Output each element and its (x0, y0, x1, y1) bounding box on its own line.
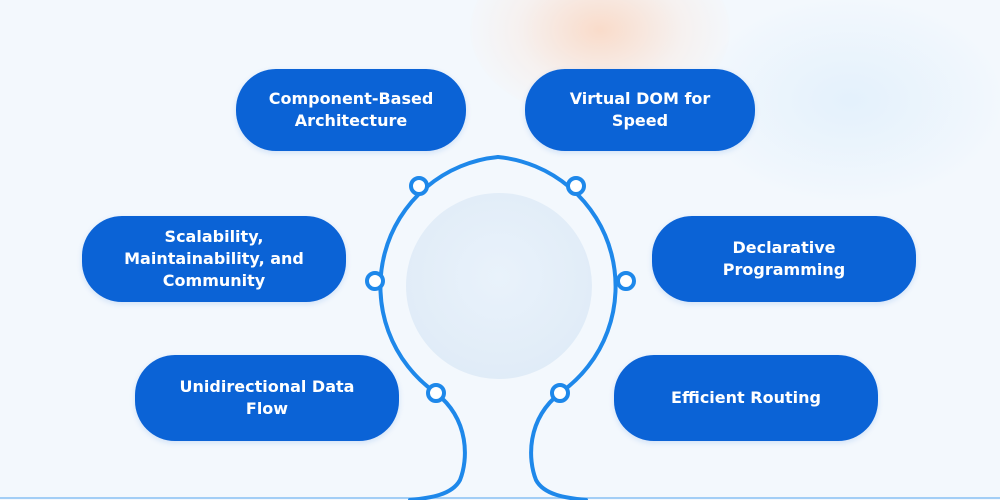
feature-label: Component-Based Architecture (268, 89, 434, 130)
feature-label: Efficient Routing (671, 388, 821, 407)
node-routing (550, 383, 570, 403)
feature-pill-virtual-dom: Virtual DOM for Speed (525, 69, 755, 151)
center-circle (406, 193, 592, 379)
feature-label: Scalability, Maintainability, and Commun… (124, 227, 304, 290)
feature-pill-unidirectional-data-flow: Unidirectional Data Flow (135, 355, 399, 441)
feature-pill-component-based-architecture: Component-Based Architecture (236, 69, 466, 151)
node-unidirectional (426, 383, 446, 403)
connector-arc-right (496, 155, 618, 500)
feature-label: Declarative Programming (722, 238, 846, 279)
feature-pill-efficient-routing: Efficient Routing (614, 355, 878, 441)
node-component (409, 176, 429, 196)
node-declarative (616, 271, 636, 291)
feature-pill-scalability: Scalability, Maintainability, and Commun… (82, 216, 346, 302)
feature-label: Virtual DOM for Speed (569, 89, 711, 130)
feature-label: Unidirectional Data Flow (179, 377, 355, 418)
connector-arc-left (378, 155, 500, 500)
feature-pill-declarative-programming: Declarative Programming (652, 216, 916, 302)
node-scalability (365, 271, 385, 291)
node-virtual (566, 176, 586, 196)
